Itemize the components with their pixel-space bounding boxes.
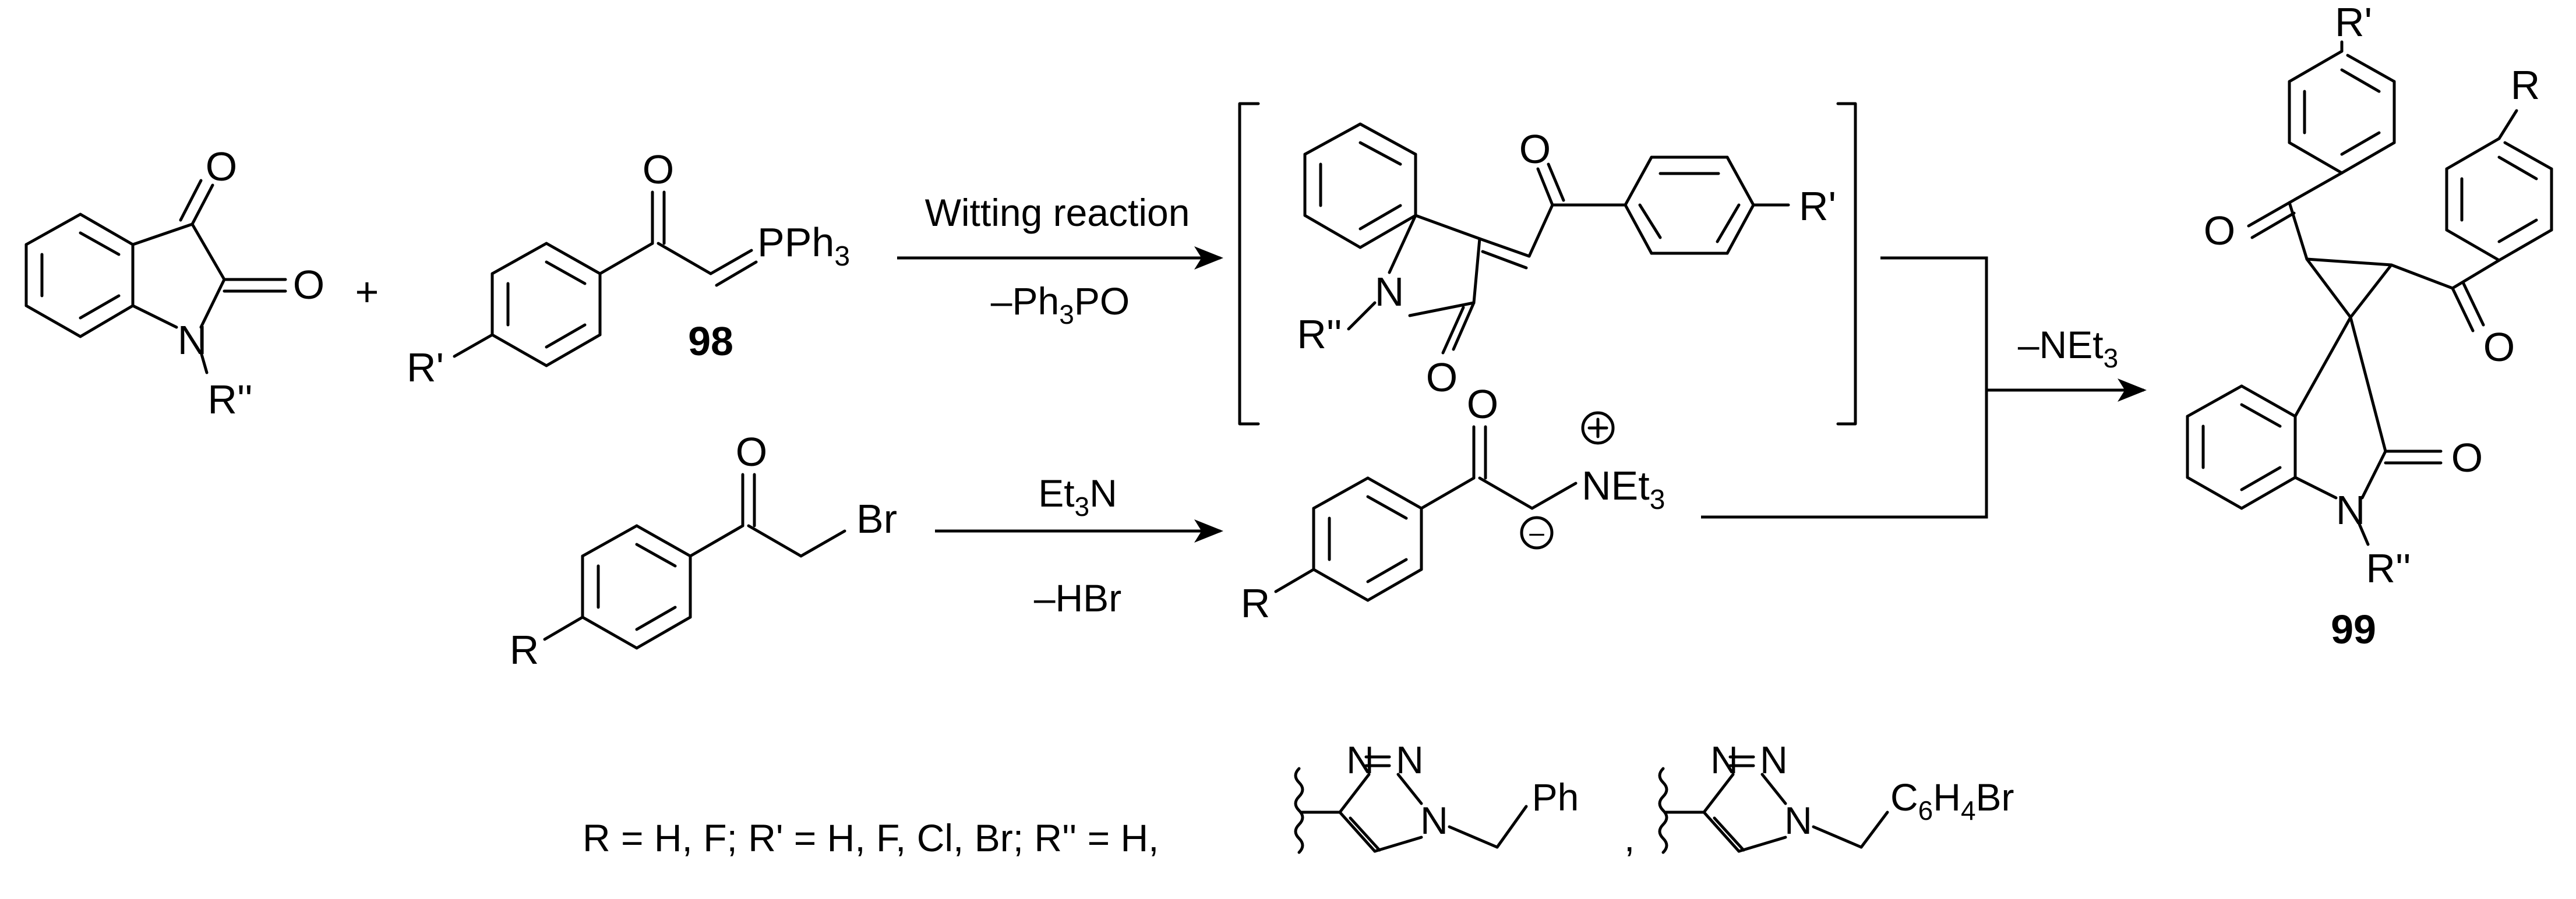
ammonium-ylide-r-label: R [1241,581,1271,626]
wavy-attachment-1 [1294,767,1304,854]
product-r-label: R [2511,62,2540,108]
triazole2-n3-label: N [1784,799,1812,842]
step3-label: –NEt3 [2018,323,2118,373]
plus-sign: + [355,269,379,314]
alkylidene-intermediate: N R'' O O R' [1238,102,1857,426]
substituent-footnote: R = H, F; R' = H, F, Cl, Br; R'' = H, N … [583,738,2014,859]
step1-above-label: Witting reaction [925,191,1190,234]
product-99-structure: R' R O O O N R'' 99 [2186,0,2553,652]
product-r2-label: R'' [2366,546,2411,591]
compound-99-label: 99 [2331,607,2376,652]
step2-arrow-group: Et3N –HBr [935,472,1223,620]
step1-arrow-group: Witting reaction –Ph3PO [897,191,1223,330]
bromoketone-structure: O Br R [510,429,897,673]
ylide-o-label: O [643,147,674,192]
footnote-text: R = H, F; R' = H, F, Cl, Br; R'' = H, [583,816,1159,859]
triazole1-n2-label: N [1396,738,1424,781]
triazole2-n1-label: N [1710,738,1738,781]
intermediate-r1-label: R' [1799,183,1836,229]
converging-lines [1701,256,1988,519]
isatin-n-label: N [178,317,207,363]
ammonium-ylide-net3-label: NEt3 [1582,463,1665,515]
carbanion-minus-sign: – [1529,517,1544,547]
triazole-benzyl-structure: N N N Ph [1294,738,1579,854]
intermediate-r2-label: R'' [1297,312,1342,357]
product-lactam-o-label: O [2451,435,2483,480]
bromoketone-br-label: Br [856,496,897,541]
step3-arrow-group: –NEt3 [1701,256,2147,519]
wavy-attachment-2 [1658,767,1668,854]
ammonium-ylide-o-label: O [1467,381,1498,427]
triazole1-ph-label: Ph [1532,776,1579,819]
footnote-comma: , [1624,816,1635,859]
intermediate-ketone-o-label: O [1519,126,1551,172]
isatin-o3-label: O [206,144,237,189]
isatin-r-label: R'' [207,377,252,422]
step2-below-label: –HBr [1034,576,1121,620]
isatin-structure: O O N R'' [24,144,324,422]
intermediate-n-label: N [1375,269,1405,314]
product-r1-label: R' [2335,0,2372,45]
isatin-o2-label: O [293,262,324,307]
step2-above-label: Et3N [1038,472,1117,522]
product-ketone1-o-label: O [2204,208,2235,253]
ylide-r-label: R' [407,345,444,390]
triazole2-c6h4br-label: C6H4Br [1890,776,2014,826]
triazole2-n2-label: N [1760,738,1788,781]
ammonium-ylide-structure: O NEt3 – R [1241,381,1665,626]
triazole1-n1-label: N [1346,738,1374,781]
step1-below-label: –Ph3PO [991,279,1130,330]
triazole1-n3-label: N [1420,799,1448,842]
bromoketone-r-label: R [510,627,539,673]
intermediate-lactam-o-label: O [1426,355,1458,400]
bromoketone-o-label: O [736,429,767,475]
ylide-pph3-label: PPh3 [757,220,850,272]
ylide-98-structure: O PPh3 R' 98 [407,147,850,390]
product-n-label: N [2336,487,2366,533]
triazole-bromophenyl-structure: N N N C6H4Br [1658,738,2014,854]
product-ketone2-o-label: O [2483,324,2515,370]
compound-98-label: 98 [688,318,733,364]
